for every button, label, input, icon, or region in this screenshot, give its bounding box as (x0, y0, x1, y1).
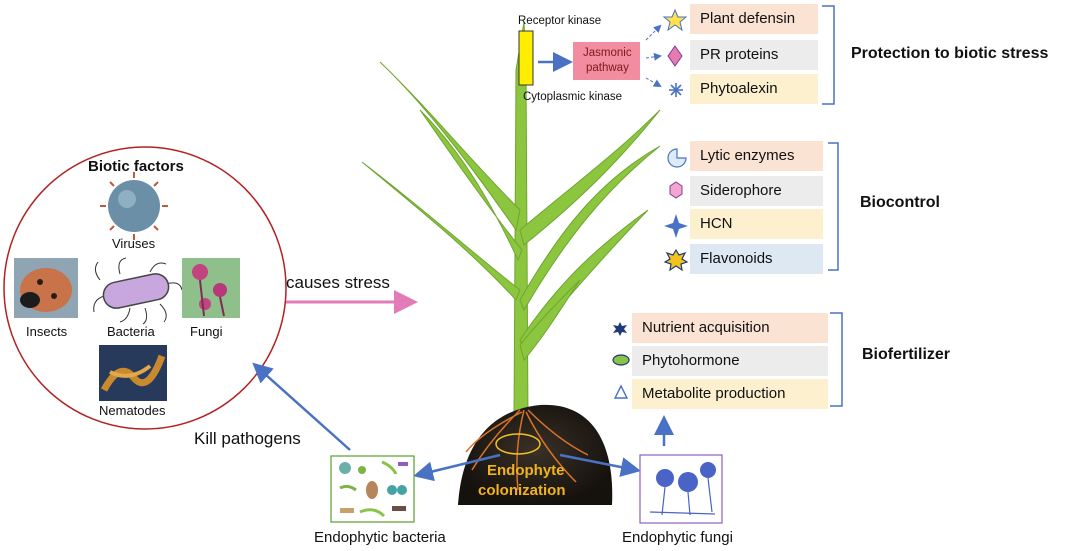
endophytic-bacteria-label: Endophytic bacteria (314, 529, 446, 546)
protection-heading: Protection to biotic stress (851, 45, 1049, 62)
colonization-label-2: colonization (478, 482, 566, 499)
plant-illustration (361, 21, 661, 421)
jasmonic-label-2: pathway (586, 62, 629, 74)
causes-stress-label: causes stress (286, 273, 390, 292)
siderophore-icon (669, 181, 683, 199)
insects-label: Insects (26, 324, 68, 339)
jasmonic-label-1: Jasmonic (583, 47, 632, 59)
phytohormone-icon (612, 354, 630, 366)
bacterium-image (93, 257, 183, 325)
fungi-image (182, 258, 240, 318)
biocontrol-heading: Biocontrol (860, 194, 940, 211)
diamond-icon (667, 45, 683, 67)
plant-defensin-box: Plant defensin (690, 4, 818, 34)
viruses-label: Viruses (112, 236, 156, 251)
jasmonic-arrows (645, 24, 662, 87)
biotic-factors-title: Biotic factors (88, 158, 184, 175)
phytoalexin-box: Phytoalexin (690, 74, 818, 104)
lytic-enzyme-icon (667, 148, 687, 168)
to-endo-fungi-arrow (559, 453, 641, 477)
nutrient-acquisition-box: Nutrient acquisition (632, 313, 828, 343)
star-icon (662, 8, 688, 32)
phytohormone-box: Phytohormone (632, 346, 828, 376)
protection-bracket (822, 5, 835, 105)
nutrient-icon (613, 322, 627, 336)
asterisk-icon (669, 83, 683, 97)
pr-proteins-box: PR proteins (690, 40, 818, 70)
nematodes-label: Nematodes (99, 403, 166, 418)
fungi-label: Fungi (190, 324, 223, 339)
endophytic-fungi-label: Endophytic fungi (622, 529, 733, 546)
receptor-kinase-bar (518, 30, 534, 86)
endophytic-bacteria-image (330, 455, 415, 523)
kill-pathogens-label: Kill pathogens (194, 429, 301, 448)
biocontrol-bracket (828, 142, 839, 271)
biofertilizer-bracket (830, 312, 843, 407)
bacteria-label: Bacteria (107, 324, 155, 339)
siderophore-box: Siderophore (690, 176, 823, 206)
soil-mound (458, 404, 613, 505)
metabolite-production-box: Metabolite production (632, 379, 828, 409)
endophytic-fungi-image (639, 454, 723, 524)
lytic-enzymes-box: Lytic enzymes (690, 141, 823, 171)
nematode-image (99, 345, 167, 401)
flavonoids-box: Flavonoids (690, 244, 823, 274)
flavonoid-icon (663, 248, 689, 272)
receptor-kinase-label: Receptor kinase (518, 15, 602, 27)
biofertilizer-heading: Biofertilizer (862, 346, 951, 363)
insect-image (14, 258, 78, 318)
colonization-label-1: Endophyte (487, 462, 565, 479)
to-endo-bacteria-arrow (413, 453, 501, 482)
kill-pathogens-arrow (252, 362, 351, 451)
biotic-factors-circle (3, 146, 287, 430)
metabolite-icon (613, 384, 629, 399)
hcn-icon (664, 214, 688, 238)
jasmonic-box (573, 42, 640, 80)
hcn-box: HCN (690, 209, 823, 239)
cytoplasmic-kinase-label: Cytoplasmic kinase (523, 91, 623, 103)
virus-image (100, 172, 168, 240)
